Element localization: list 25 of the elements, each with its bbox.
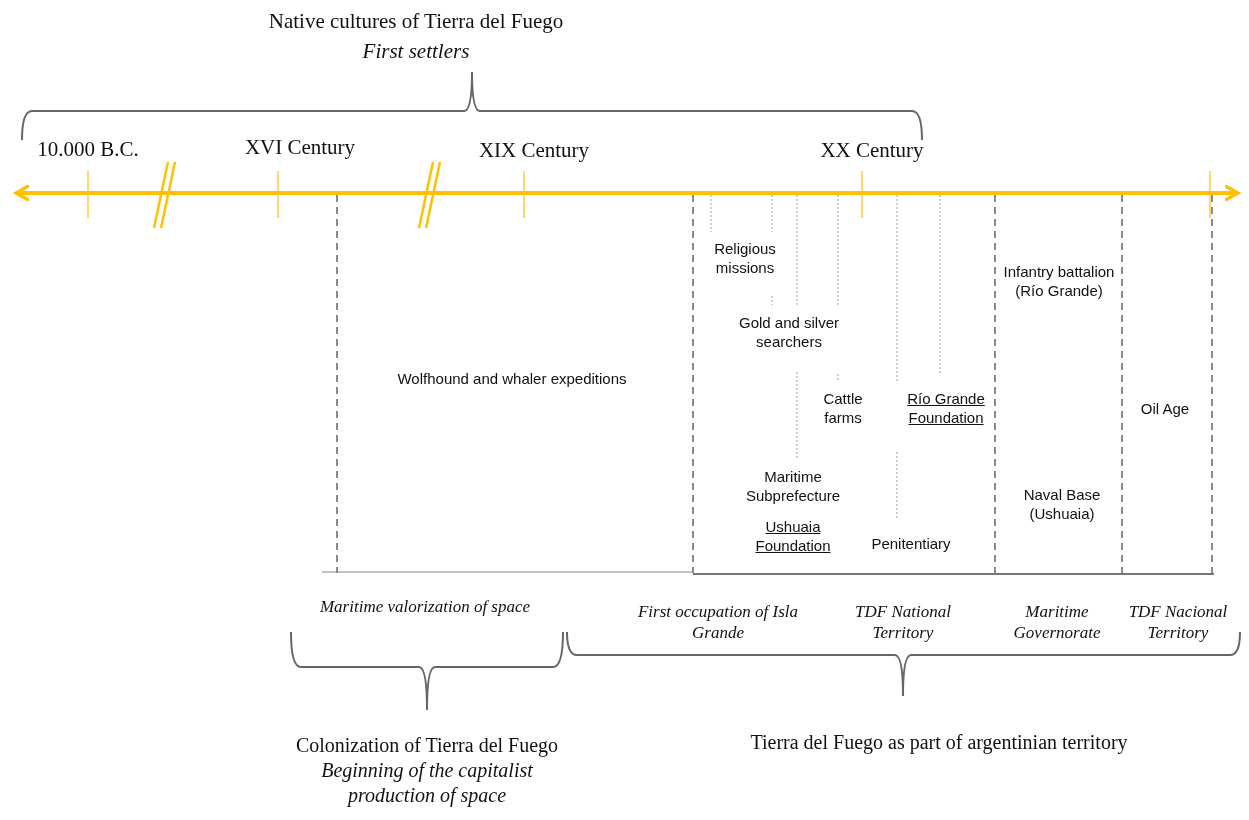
subheading: First settlers bbox=[361, 38, 471, 65]
date-label: XIX Century bbox=[477, 137, 591, 164]
heading: Native cultures of Tierra del Fuego bbox=[267, 8, 565, 35]
event-label: Penitentiary bbox=[870, 535, 952, 554]
era-subheading: Beginning of the capitalist production of space bbox=[320, 758, 534, 808]
event-label: Oil Age bbox=[1139, 400, 1191, 419]
period-label: Maritime valorization of space bbox=[318, 596, 532, 618]
period-label: TDF Nacional Territory bbox=[1127, 601, 1229, 644]
event-label: Religious missions bbox=[713, 240, 777, 278]
event-label: Infantry battalion (Río Grande) bbox=[1002, 263, 1116, 301]
period-label: Maritime Governorate bbox=[1012, 601, 1102, 644]
date-label: XVI Century bbox=[243, 134, 357, 161]
event-label: Río Grande Foundation bbox=[906, 390, 986, 428]
event-label: Ushuaia Foundation bbox=[754, 518, 832, 556]
date-label: XX Century bbox=[819, 137, 925, 164]
period-label: First occupation of Isla Grande bbox=[636, 601, 800, 644]
event-label: Wolfhound and whaler expeditions bbox=[396, 370, 628, 389]
event-label: Naval Base (Ushuaia) bbox=[1022, 486, 1102, 524]
event-label: Gold and silver searchers bbox=[737, 314, 841, 352]
era-heading: Colonization of Tierra del Fuego bbox=[294, 733, 560, 758]
event-label: Cattle farms bbox=[822, 390, 864, 428]
era-heading: Tierra del Fuego as part of argentinian territory bbox=[749, 730, 1129, 755]
date-label: 10.000 B.C. bbox=[36, 136, 140, 163]
period-label: TDF National Territory bbox=[854, 601, 952, 644]
event-label: Maritime Subprefecture bbox=[744, 468, 842, 506]
